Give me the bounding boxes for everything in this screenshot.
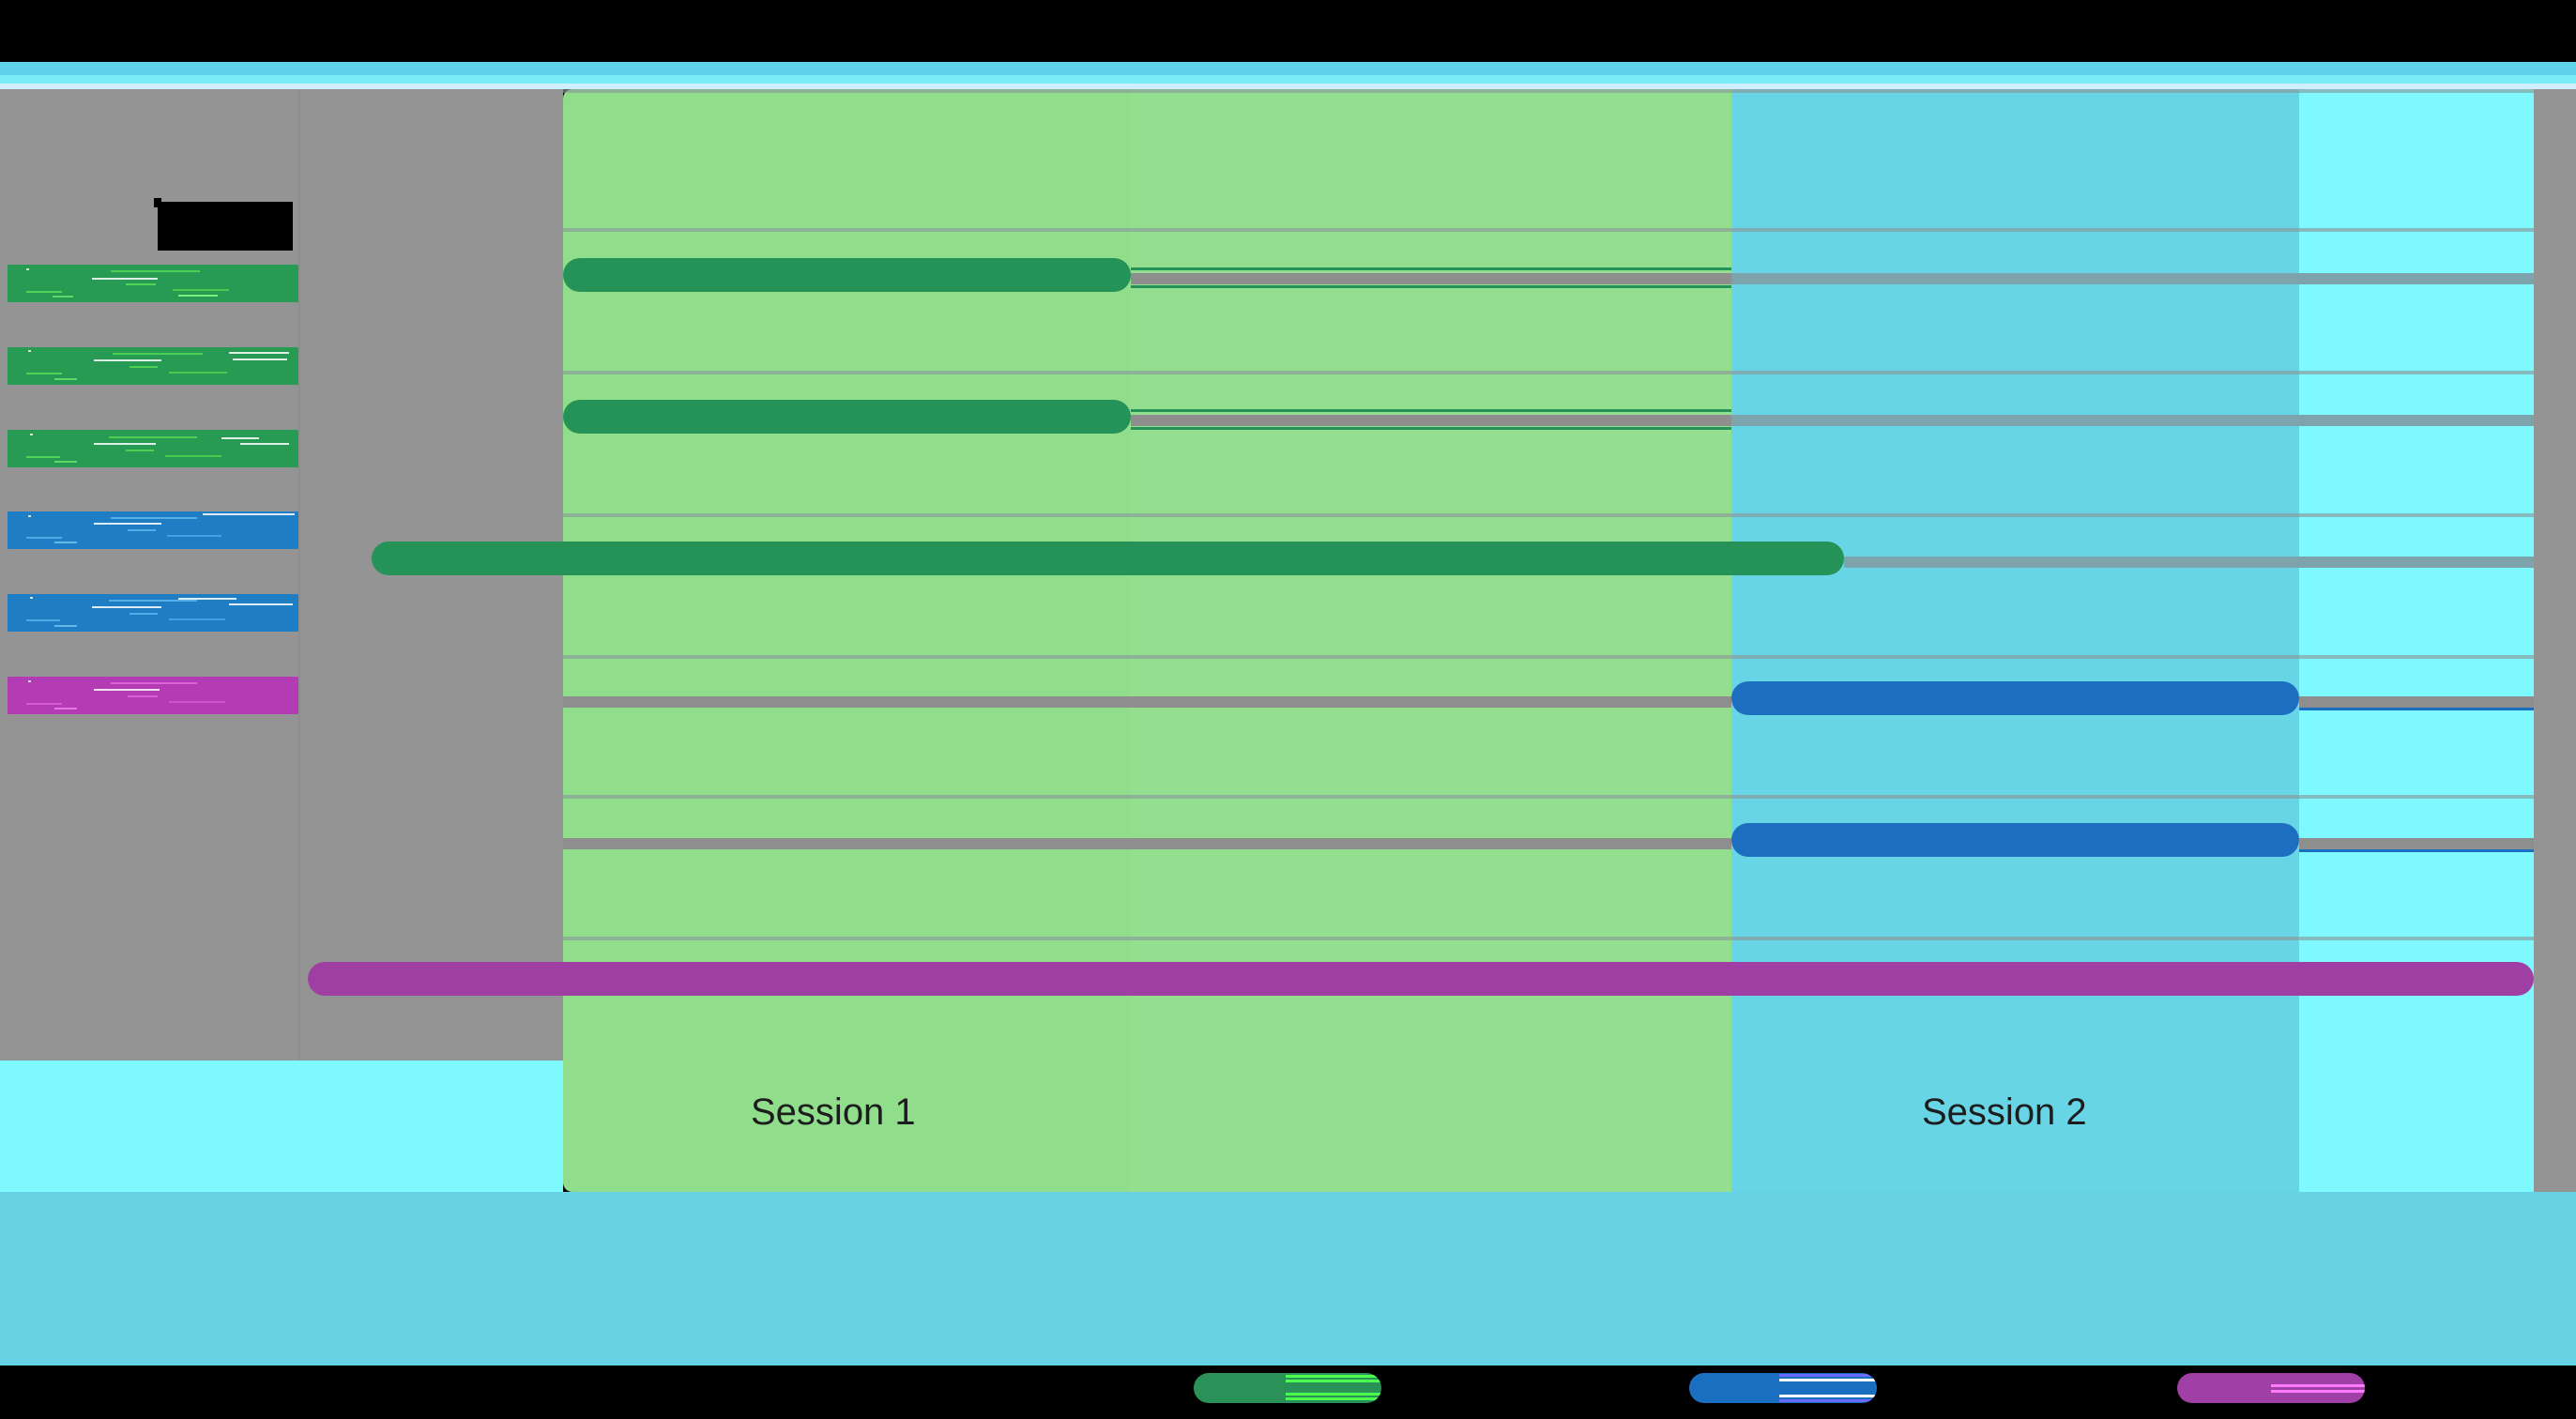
row-connector-edge: [2299, 849, 2534, 852]
gantt-bar-row0[interactable]: [563, 258, 1131, 292]
session-band-3: [2299, 89, 2534, 1192]
gridline: [563, 371, 2534, 374]
row-connector: [2299, 838, 2534, 849]
sidebar-item-label-4[interactable]: [8, 594, 298, 632]
sidebar-item-label-2[interactable]: [8, 430, 298, 467]
gridline: [563, 513, 2534, 517]
row-connector-edge: [1131, 285, 1731, 288]
gridline: [563, 89, 2534, 93]
row-connector: [563, 838, 1731, 849]
sidebar-item-label-3[interactable]: [8, 511, 298, 549]
row-connector: [1731, 273, 2534, 284]
page-title: [154, 198, 293, 251]
chart-legend: [0, 1366, 2576, 1419]
top-accent-strip-2: [0, 75, 2576, 84]
row-connector: [1731, 415, 2534, 426]
row-connector: [1131, 273, 1731, 284]
row-connector: [2299, 696, 2534, 708]
session-1-label: Session 1: [751, 1091, 916, 1133]
session-band-1b: [1131, 89, 1731, 1192]
session-2-label: Session 2: [1922, 1091, 2087, 1133]
row-connector: [563, 696, 1731, 708]
footer-panel: [0, 1192, 2576, 1370]
top-accent-strip-1: [0, 62, 2576, 75]
gantt-chart-plot: Session 1 Session 2: [0, 89, 2576, 1192]
gridline: [563, 228, 2534, 232]
gantt-bar-row5[interactable]: [308, 962, 2534, 996]
gridline: [563, 795, 2534, 799]
gridline: [563, 655, 2534, 659]
gantt-bar-row4[interactable]: [1731, 823, 2299, 857]
sidebar-item-label-0[interactable]: [8, 265, 298, 302]
gantt-bar-row3[interactable]: [1731, 681, 2299, 715]
gutter-divider: [298, 89, 300, 1060]
row-connector-edge: [1131, 409, 1731, 412]
row-connector-edge: [2299, 708, 2534, 710]
sidebar-item-label-1[interactable]: [8, 347, 298, 385]
session-band-2: [1731, 89, 2299, 1192]
gridline: [563, 937, 2534, 940]
legend-swatch-green[interactable]: [1194, 1373, 1381, 1403]
row-connector-edge: [1131, 427, 1731, 430]
row-connector: [1844, 557, 2534, 568]
row-connector-edge: [1131, 267, 1731, 270]
top-accent-strip-3: [0, 84, 2576, 89]
row-connector: [1131, 415, 1731, 426]
plot-right-margin: [2534, 89, 2576, 1192]
gantt-bar-row2[interactable]: [372, 542, 1844, 575]
legend-swatch-blue[interactable]: [1689, 1373, 1877, 1403]
legend-swatch-magenta[interactable]: [2177, 1373, 2365, 1403]
gantt-bar-row1[interactable]: [563, 400, 1131, 434]
gutter-footer-strip: [0, 1060, 563, 1192]
sidebar-item-label-5[interactable]: [8, 677, 298, 714]
